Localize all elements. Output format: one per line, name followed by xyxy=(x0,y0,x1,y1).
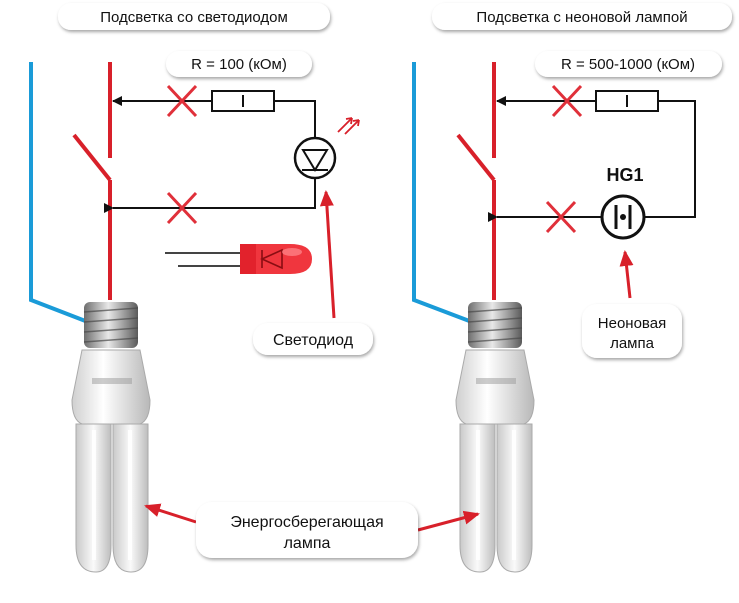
right-title: Подсветка с неоновой лампой xyxy=(476,9,687,26)
lamp-callout-arrow-left xyxy=(144,503,197,524)
lamp-callout-line2: лампа xyxy=(284,535,331,552)
left-cross-top xyxy=(166,84,198,118)
left-blue-wire xyxy=(29,62,89,324)
left-title-pill: Подсветка со светодиодом xyxy=(58,3,330,30)
neon-callout-arrow xyxy=(619,250,634,299)
left-resistor-label: R = 100 (кОм) xyxy=(191,56,287,73)
left-energy-saving-lamp xyxy=(71,302,151,573)
right-cross-top xyxy=(551,84,583,118)
neon-callout-line1: Неоновая xyxy=(598,315,666,332)
led-component-icon xyxy=(165,244,312,274)
right-switch-lever xyxy=(456,133,496,182)
neon-callout-pill: Неоновая лампа xyxy=(582,304,682,358)
right-circuit: HG1 R = 500-1000 (кОм) xyxy=(412,51,722,324)
left-switch-lever xyxy=(72,133,112,182)
left-title: Подсветка со светодиодом xyxy=(100,9,288,26)
led-callout-pill: Светодиод xyxy=(253,323,373,355)
lamp-callout-line1: Энергосберегающая xyxy=(230,514,383,531)
right-resistor-pill: R = 500-1000 (кОм) xyxy=(535,51,722,77)
right-title-pill: Подсветка с неоновой лампой xyxy=(432,3,732,30)
neon-designator: HG1 xyxy=(606,165,643,185)
right-blue-wire xyxy=(412,62,473,324)
right-energy-saving-lamp xyxy=(455,302,535,573)
led-callout-label: Светодиод xyxy=(273,332,354,349)
neon-callout-line2: лампа xyxy=(610,335,655,352)
right-resistor-label: R = 500-1000 (кОм) xyxy=(561,56,695,73)
lamp-callout-pill: Энергосберегающая лампа xyxy=(196,502,418,558)
lamp-callout-arrow-right xyxy=(417,510,480,532)
led-symbol xyxy=(293,136,337,180)
led-callout-arrow xyxy=(319,190,336,319)
left-circuit: R = 100 (кОм) xyxy=(29,51,360,324)
left-cross-bottom xyxy=(166,191,198,225)
left-resistor-pill: R = 100 (кОм) xyxy=(166,51,312,77)
right-cross-bottom xyxy=(545,200,577,234)
